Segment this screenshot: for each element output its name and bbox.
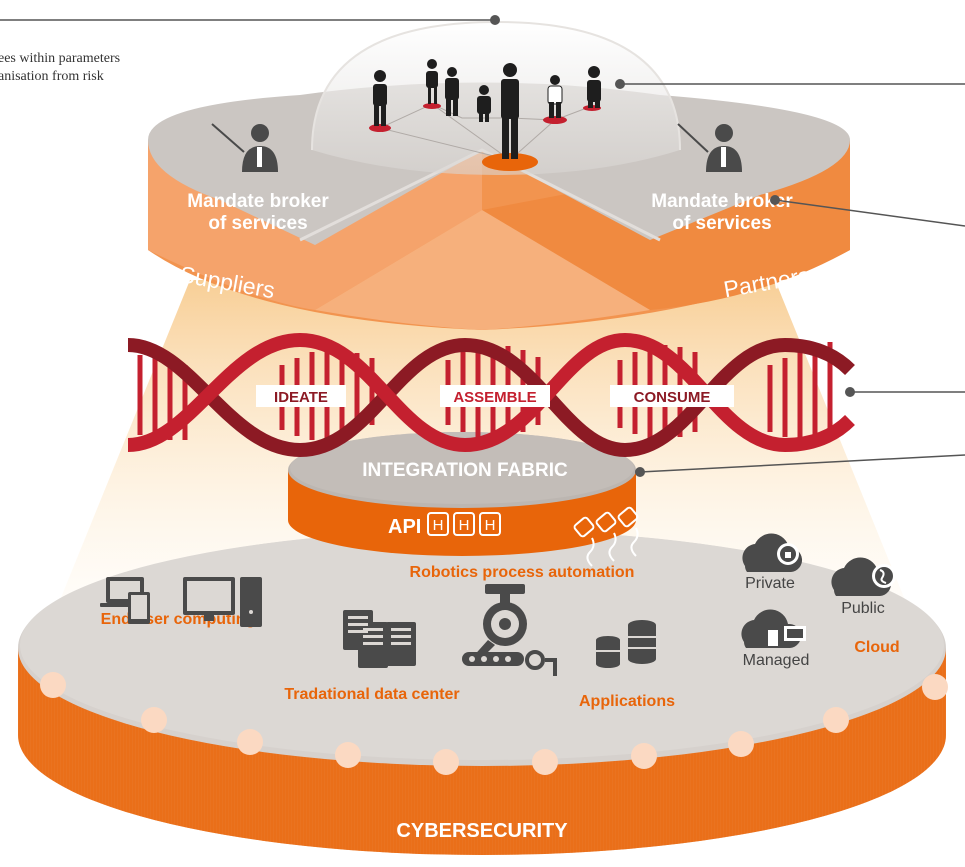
api-label: API: [388, 516, 421, 538]
server-icon: [343, 610, 416, 668]
dna-strand-back: [127, 337, 855, 458]
right-broker-line1: Mandate broker: [651, 191, 793, 212]
stage-ideate: IDEATE: [274, 389, 328, 406]
callout-dots: [490, 15, 855, 477]
api-block-3: H: [485, 517, 496, 534]
left-broker-line1: Mandate broker: [187, 191, 329, 212]
cloud-label: Cloud: [854, 639, 899, 656]
integration-fabric-title: INTEGRATION FABRIC: [362, 460, 568, 481]
cloud-globe-icon: [831, 557, 896, 596]
intro-text-line1: ees within parameters: [0, 51, 120, 66]
left-broker-line2: of services: [208, 213, 307, 234]
data-center-label: Tradational data center: [284, 686, 459, 703]
presenter-icon: [211, 123, 278, 172]
rpa-label: Robotics process automation: [410, 564, 635, 581]
stage-assemble-box: [440, 385, 550, 407]
applications-label: Applications: [579, 693, 675, 710]
stage-ideate-box: [256, 385, 346, 407]
presenter-icon: [677, 123, 742, 172]
callout-lines: [0, 19, 965, 473]
intro-text-line2: anisation from risk: [0, 69, 104, 84]
cloud-monitor-icon: [741, 609, 806, 648]
tablet-icon: [128, 592, 150, 624]
dna-strand-front: [127, 332, 855, 453]
stage-consume: CONSUME: [634, 389, 711, 406]
center-spot: [482, 153, 538, 171]
dna-stage-labels: IDEATE ASSEMBLE CONSUME: [256, 385, 734, 407]
cloud-managed-label: Managed: [743, 652, 810, 669]
api-blocks: H H H: [427, 512, 501, 536]
person-silhouette: [373, 59, 601, 159]
cloud-private-label: Private: [745, 575, 795, 592]
cloud-lock-icon: [742, 533, 803, 572]
api-block-2: H: [459, 517, 470, 534]
right-broker-line2: of services: [672, 213, 771, 234]
database-icon: [596, 620, 656, 668]
plug-icon: [573, 506, 639, 567]
api-block-1: H: [433, 517, 444, 534]
robot-arm-icon: [462, 584, 557, 676]
base-dots: [40, 672, 948, 775]
cloud-public-label: Public: [841, 600, 885, 617]
stage-consume-box: [610, 385, 734, 407]
glass-dome: [312, 22, 680, 175]
stage-assemble: ASSEMBLE: [453, 389, 536, 406]
desktop-icon: [183, 577, 262, 627]
cybersecurity-label: CYBERSECURITY: [396, 820, 568, 842]
